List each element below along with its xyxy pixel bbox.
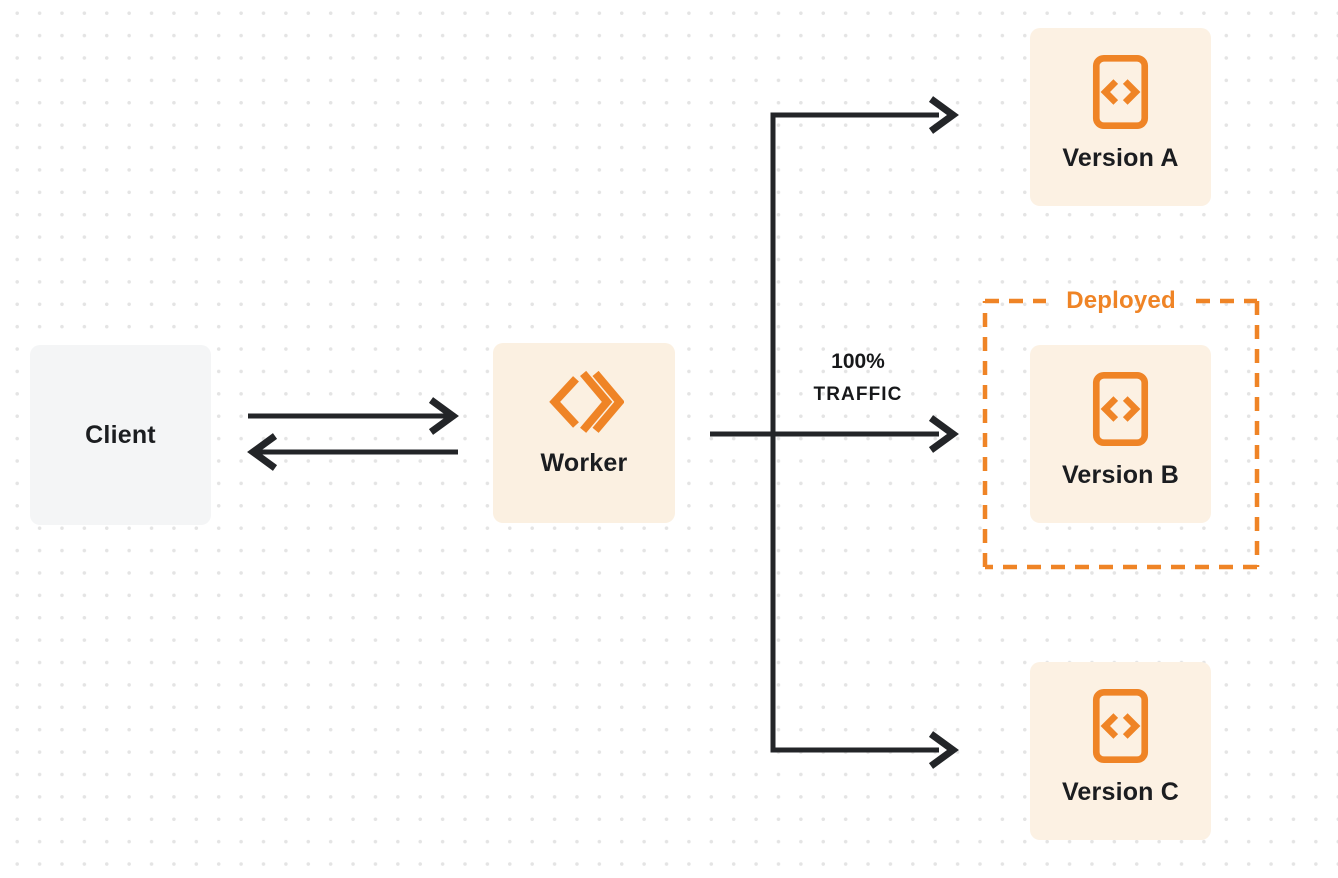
traffic-word-text: TRAFFIC: [813, 384, 903, 405]
deployed-group-border: [982, 298, 1260, 570]
arrowhead-to-version-c: [928, 731, 959, 769]
worker-node-label: Worker: [540, 449, 628, 477]
version-b-node-label: Version B: [1061, 461, 1180, 489]
arrowhead-to-version-b: [928, 415, 959, 453]
version-a-node: Version A: [1030, 28, 1211, 206]
client-node: Client: [30, 345, 211, 525]
code-document-icon: [1092, 54, 1149, 130]
branch-trunk-line: [710, 112, 939, 753]
cloudflare-workers-icon: [549, 370, 624, 433]
arrow-worker-to-client: [247, 433, 458, 471]
version-c-node: Version C: [1030, 662, 1211, 840]
arrowhead-to-version-a: [928, 96, 959, 134]
traffic-percent-text: 100%: [831, 350, 885, 373]
version-b-node: Version B: [1030, 345, 1211, 523]
arrow-client-to-worker: [248, 397, 459, 435]
code-document-icon: [1092, 371, 1149, 447]
deployed-group-label: Deployed: [1066, 287, 1176, 314]
traffic-edge-label: 100% TRAFFIC: [814, 350, 903, 406]
code-document-icon: [1092, 688, 1149, 764]
version-a-node-label: Version A: [1062, 144, 1179, 172]
version-c-node-label: Version C: [1061, 778, 1180, 806]
worker-node: Worker: [493, 343, 675, 523]
client-node-label: Client: [85, 420, 156, 449]
